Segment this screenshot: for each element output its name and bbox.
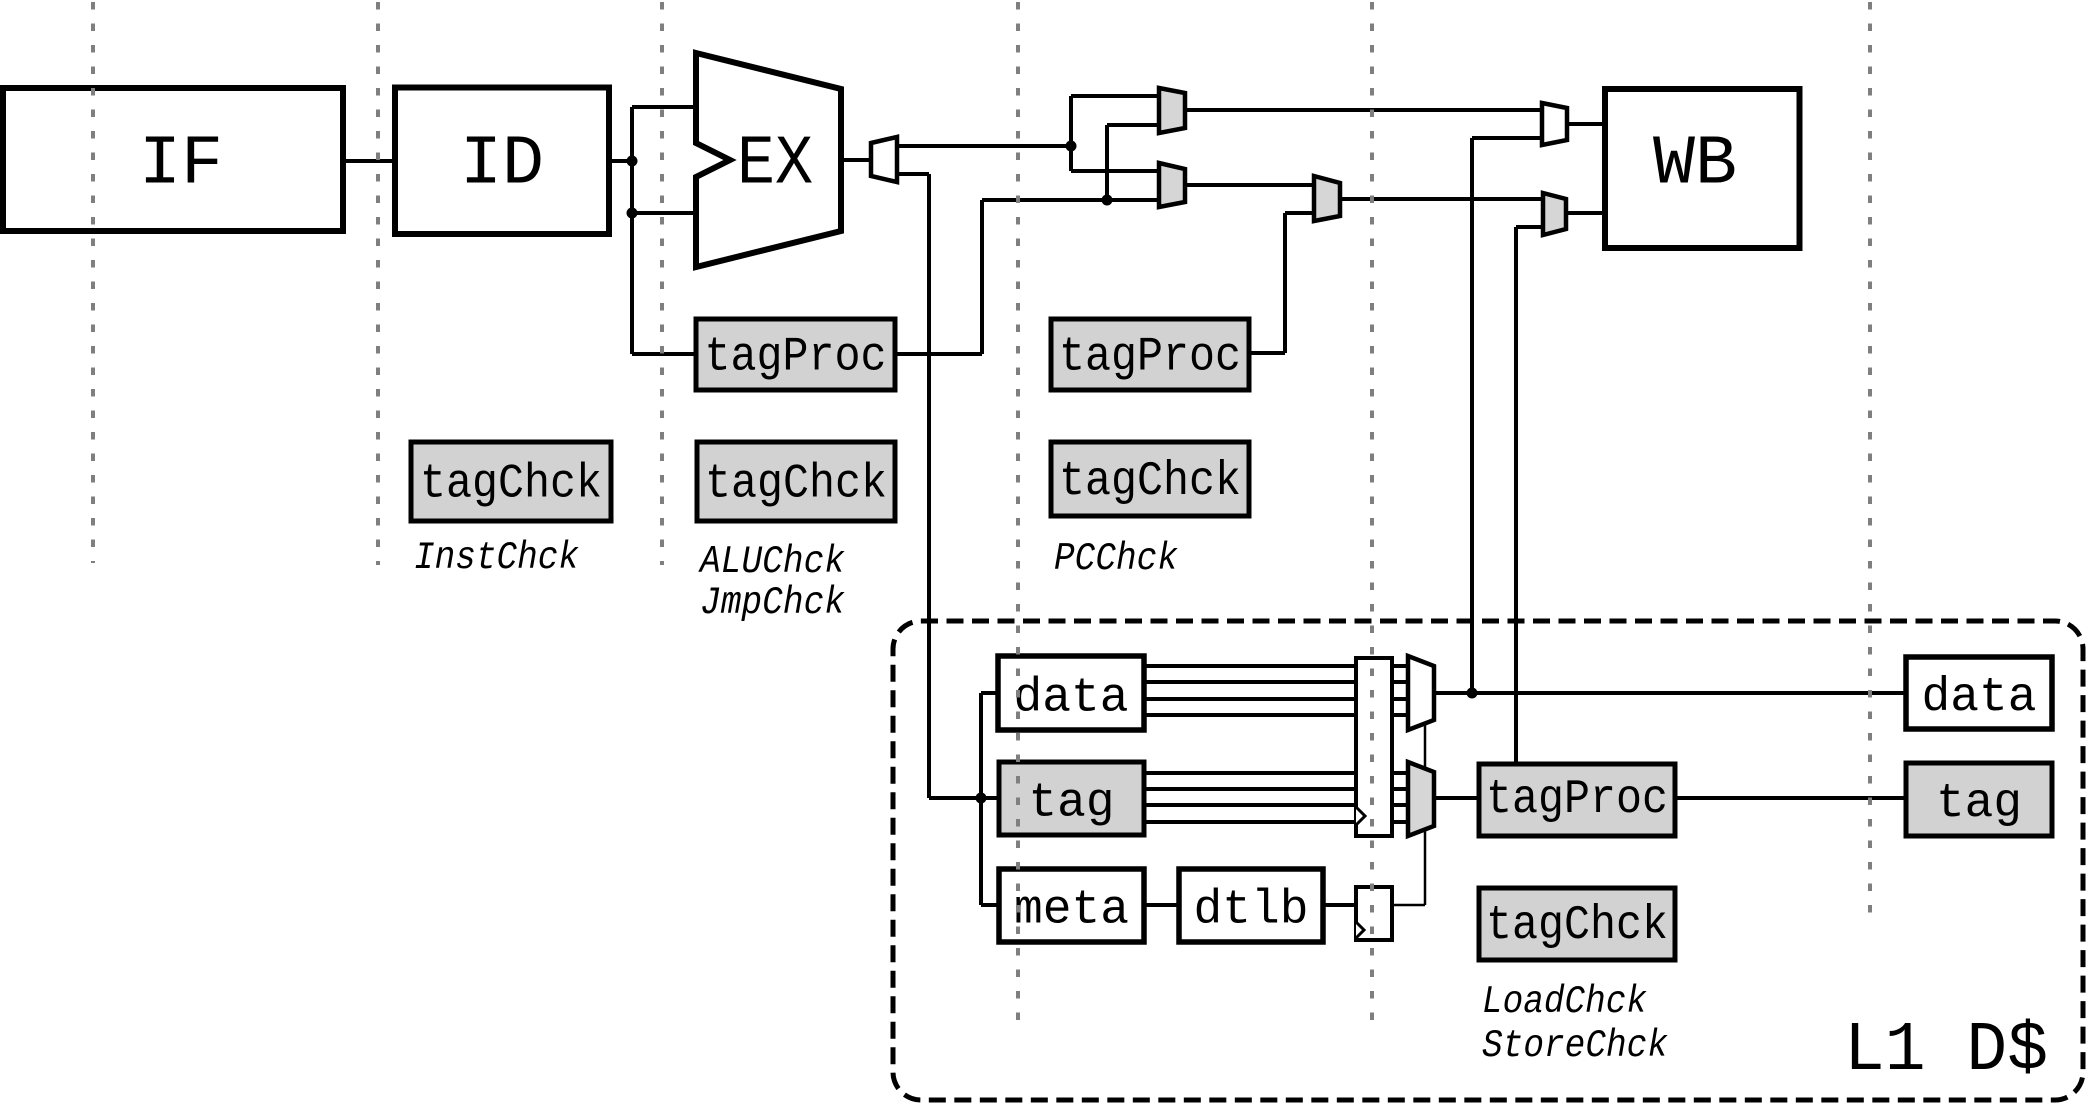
svg-text:L1 D$: L1 D$ [1844,1012,2048,1091]
svg-text:tagChck: tagChck [1059,455,1241,509]
svg-text:data: data [1922,671,2037,725]
svg-text:EX: EX [737,126,813,205]
svg-text:tagChck: tagChck [1486,899,1668,953]
svg-text:data: data [1014,672,1129,726]
svg-text:InstChck: InstChck [414,536,579,580]
svg-text:LoadChck: LoadChck [1482,980,1647,1024]
svg-text:ALUChck: ALUChck [698,540,845,584]
svg-text:tagProc: tagProc [1486,773,1668,827]
svg-text:tag: tag [1936,777,2022,831]
svg-text:IF: IF [139,126,223,205]
svg-text:WB: WB [1653,126,1737,205]
svg-text:tagChck: tagChck [420,458,602,512]
svg-text:meta: meta [1014,884,1129,938]
svg-text:tagChck: tagChck [705,458,887,512]
svg-text:tagProc: tagProc [1059,331,1241,385]
svg-text:JmpChck: JmpChck [700,581,845,625]
svg-text:StoreChck: StoreChck [1482,1024,1668,1068]
svg-text:tagProc: tagProc [705,331,887,385]
svg-text:ID: ID [460,126,544,205]
svg-text:tag: tag [1029,777,1115,831]
svg-text:PCChck: PCChck [1054,537,1178,581]
svg-text:dtlb: dtlb [1194,884,1309,938]
